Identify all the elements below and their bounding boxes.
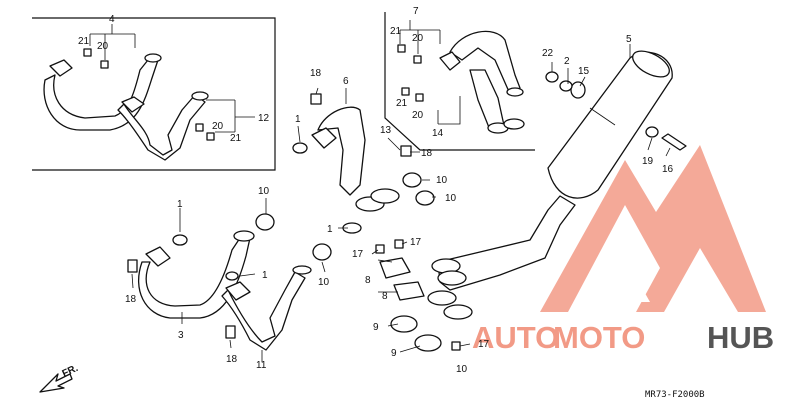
gasket-1b <box>172 234 188 246</box>
watermark-text-auto: AUTO <box>472 320 559 355</box>
leader-lines <box>89 20 671 362</box>
callout-18d: 18 <box>226 354 238 365</box>
collar-15 <box>570 81 586 99</box>
callout-15: 15 <box>578 66 590 77</box>
muffler-5 <box>547 50 673 199</box>
callout-8b: 8 <box>382 291 388 302</box>
exhaust-collector <box>427 195 576 320</box>
bolt-21-lower <box>206 132 215 141</box>
washer-19 <box>645 126 659 138</box>
band-8a <box>379 257 411 279</box>
callout-17c: 17 <box>478 339 490 350</box>
callout-1d: 1 <box>262 270 268 281</box>
watermark-text-moto: MOTO <box>553 320 645 355</box>
callout-5: 5 <box>626 34 632 45</box>
bolt-16 <box>661 133 687 151</box>
callout-22: 22 <box>542 48 554 59</box>
callout-1a: 1 <box>295 114 301 125</box>
watermark-logo-mark <box>540 145 766 312</box>
collar-2 <box>559 80 573 92</box>
diagram-code: MR73-F2000B <box>645 390 705 400</box>
callout-10c: 10 <box>258 186 270 197</box>
bolt-17a <box>375 244 385 254</box>
collar-10b <box>312 243 332 261</box>
bolt-21-top <box>397 44 406 53</box>
collar-10c <box>402 172 422 188</box>
band-9a <box>390 315 418 333</box>
stud-18c <box>127 259 138 273</box>
bolt-17b <box>394 239 404 249</box>
front-direction-arrow: FR. <box>39 363 80 393</box>
band-8b <box>393 281 425 301</box>
exhaust-pipe-3 <box>138 230 255 319</box>
exhaust-pipe-6 <box>311 106 400 212</box>
callout-3: 3 <box>178 330 184 341</box>
callout-13: 13 <box>380 125 392 136</box>
gasket-1a <box>292 142 308 154</box>
bolt-17c <box>451 341 461 351</box>
front-direction-label: FR. <box>61 363 80 380</box>
callout-21a: 21 <box>78 36 90 47</box>
exhaust-pipe-11 <box>221 265 312 351</box>
stud-18d <box>225 325 236 339</box>
band-9b <box>414 334 442 352</box>
bolt-21-left <box>83 48 92 57</box>
watermark-text-hub: HUB <box>707 320 774 355</box>
callout-8a: 8 <box>365 275 371 286</box>
callout-20d: 20 <box>412 110 424 121</box>
nut-18b <box>400 145 412 157</box>
exhaust-pipe-12 <box>117 91 209 161</box>
callout-2: 2 <box>564 56 570 67</box>
callout-21d: 21 <box>396 98 408 109</box>
callout-19: 19 <box>642 156 654 167</box>
inset-frame-right <box>384 12 535 151</box>
bolt-21-mid <box>401 87 410 96</box>
callout-6: 6 <box>343 76 349 87</box>
callout-18c: 18 <box>125 294 137 305</box>
callout-7: 7 <box>413 6 419 17</box>
callout-18b: 18 <box>421 148 433 159</box>
callout-11: 11 <box>256 360 267 371</box>
callout-12: 12 <box>258 113 270 124</box>
callout-10d: 10 <box>318 277 330 288</box>
callout-9b: 9 <box>391 348 397 359</box>
callout-20c: 20 <box>412 33 424 44</box>
callout-14: 14 <box>432 128 444 139</box>
callout-20b: 20 <box>212 121 224 132</box>
callout-4: 4 <box>109 14 115 25</box>
nut-20-top <box>413 55 422 64</box>
callout-10e: 10 <box>456 364 468 375</box>
washer-22 <box>545 71 559 83</box>
callout-9a: 9 <box>373 322 379 333</box>
callout-21b: 21 <box>230 133 242 144</box>
collar-10a <box>255 213 275 231</box>
callout-18a: 18 <box>310 68 322 79</box>
inset-frame-left <box>32 17 276 171</box>
exhaust-pipe-7 <box>439 30 525 134</box>
callout-1c: 1 <box>327 224 333 235</box>
callout-16: 16 <box>662 164 674 175</box>
callout-numbers: 4 21 20 12 20 21 7 21 20 21 20 14 22 2 1… <box>78 6 674 375</box>
callout-10a: 10 <box>436 175 448 186</box>
nut-20-mid <box>415 93 424 102</box>
callout-10b: 10 <box>445 193 457 204</box>
nut-20-left <box>100 60 109 69</box>
collar-10d <box>415 190 435 206</box>
callout-20a: 20 <box>97 41 109 52</box>
callout-21c: 21 <box>390 26 402 37</box>
callout-17b: 17 <box>410 237 422 248</box>
nut-20-lower <box>195 123 204 132</box>
nut-18a <box>310 93 322 105</box>
gasket-1c <box>225 271 239 281</box>
callout-17a: 17 <box>352 249 364 260</box>
callout-1b: 1 <box>177 199 183 210</box>
